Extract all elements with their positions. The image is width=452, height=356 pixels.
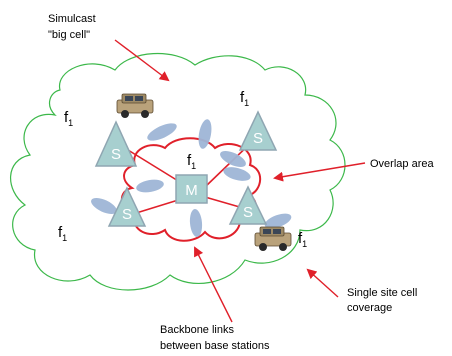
vehicle-icon [116,93,154,118]
backbone-label-2: between base stations [160,340,270,352]
master-label: M [185,182,198,199]
site-station-bottom-right: S [228,185,268,225]
freq-label: f1 [298,230,307,249]
overlap-label: Overlap area [370,158,434,170]
site-station-top-right: S [238,110,278,151]
site-station-top-left: S [94,120,138,167]
antenna-lobes [91,119,292,237]
freq-label: f1 [64,109,73,128]
freq-label: f1 [187,152,196,171]
site-label: S [243,204,253,221]
single-site-label: Single site cell [347,287,417,299]
overlap-arrow [273,162,366,182]
svg-text:f1: f1 [58,224,67,243]
simulcast-label: Simulcast [48,13,96,25]
single-site-label-2: coverage [347,302,392,314]
backbone-arrow [194,246,233,323]
simulcast-label-2: "big cell" [48,29,90,41]
backbone-label: Backbone links [160,324,234,336]
single-site-arrow [306,268,339,298]
svg-text:f1: f1 [298,230,307,249]
svg-text:f1: f1 [187,152,196,171]
simulcast-cell-cloud [10,53,346,291]
svg-text:f1: f1 [240,89,249,108]
site-station-bottom-left: S [107,186,147,227]
site-label: S [122,206,132,223]
vehicle-icon [254,226,292,251]
simulcast-arrow [114,39,170,82]
site-label: S [253,130,263,147]
freq-label: f1 [58,224,67,243]
svg-text:f1: f1 [64,109,73,128]
master-station: M [175,174,208,204]
freq-label: f1 [240,89,249,108]
site-label: S [111,146,121,163]
